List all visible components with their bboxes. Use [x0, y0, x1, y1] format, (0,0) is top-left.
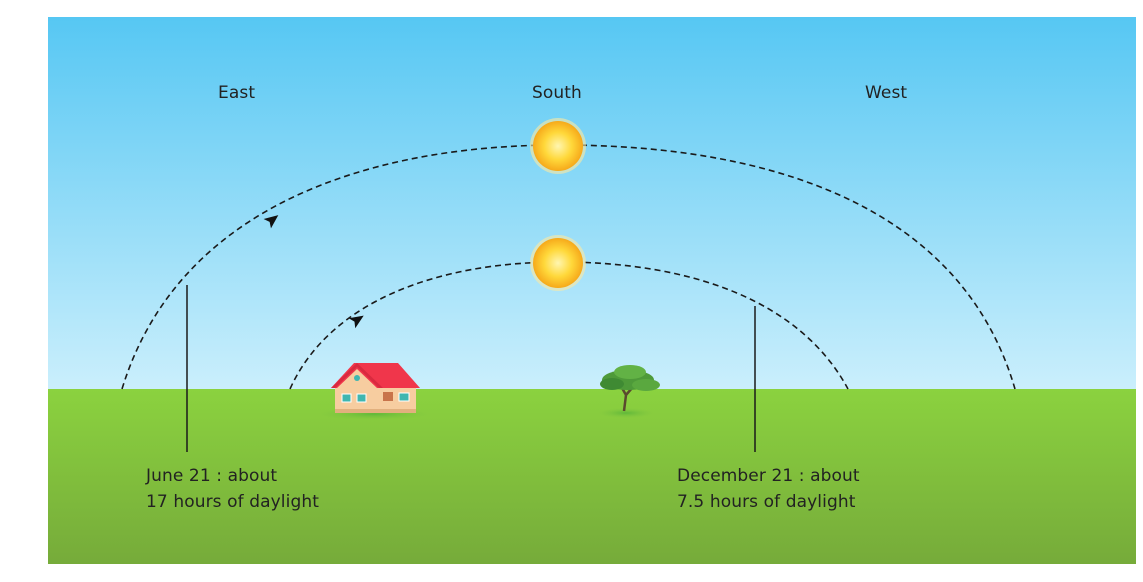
- sky: [48, 17, 1136, 391]
- direction-label-east: East: [218, 83, 256, 103]
- arrowhead-icon: [348, 315, 364, 329]
- direction-label-south: South: [532, 83, 582, 103]
- june-sun-path: [121, 144, 1016, 390]
- june-caption-line1: June 21 : about: [146, 466, 278, 486]
- direction-label-west: West: [865, 83, 908, 103]
- arrowhead-icon: [263, 215, 279, 229]
- sun-icon: [530, 235, 586, 291]
- sun-icon: [530, 118, 586, 174]
- december-caption: December 21 : about 7.5 hours of dayligh…: [677, 463, 860, 515]
- june-caption: June 21 : about 17 hours of daylight: [146, 463, 319, 515]
- june-caption-line2: 17 hours of daylight: [146, 492, 319, 512]
- december-caption-line2: 7.5 hours of daylight: [677, 492, 856, 512]
- ground: [48, 389, 1136, 564]
- tree-icon: [598, 365, 660, 418]
- december-caption-line1: December 21 : about: [677, 466, 860, 486]
- house-icon: [318, 363, 430, 420]
